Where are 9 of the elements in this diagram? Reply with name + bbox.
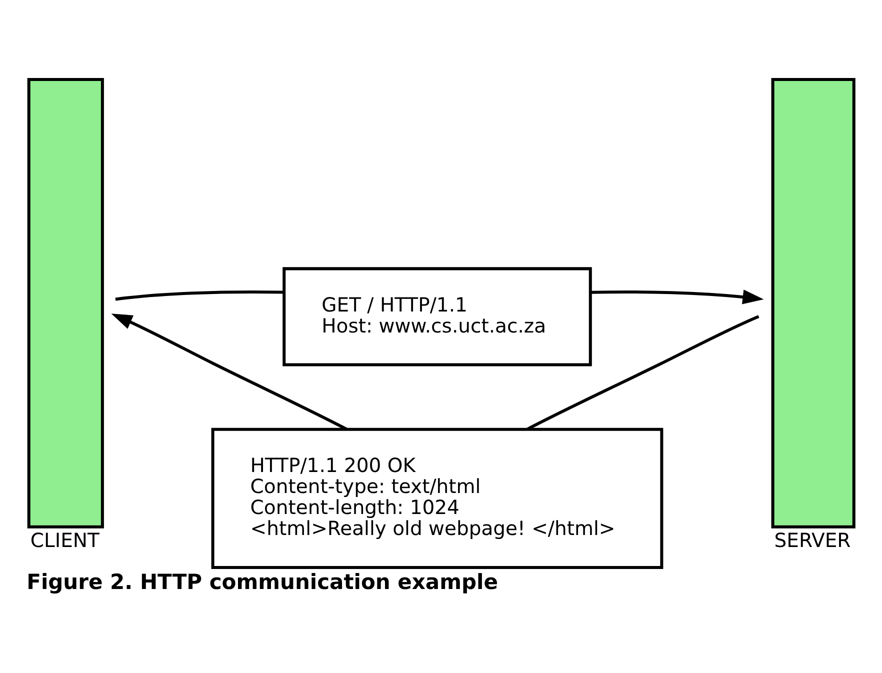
node-box: GET / HTTP/1.1 Host: www.cs.uct.ac.za [282, 266, 592, 366]
connector [115, 290, 284, 300]
node-label: SERVER [774, 528, 851, 552]
node-box: HTTP/1.1 200 OK Content-type: text/html Content-length: 1024 <html>Really old webpage! </html> [211, 427, 664, 568]
node-label: CLIENT [30, 528, 100, 552]
connector [526, 314, 760, 430]
arrow [590, 289, 764, 304]
caption: Figure 2. HTTP communication example [26, 568, 498, 594]
arrow [111, 313, 348, 430]
